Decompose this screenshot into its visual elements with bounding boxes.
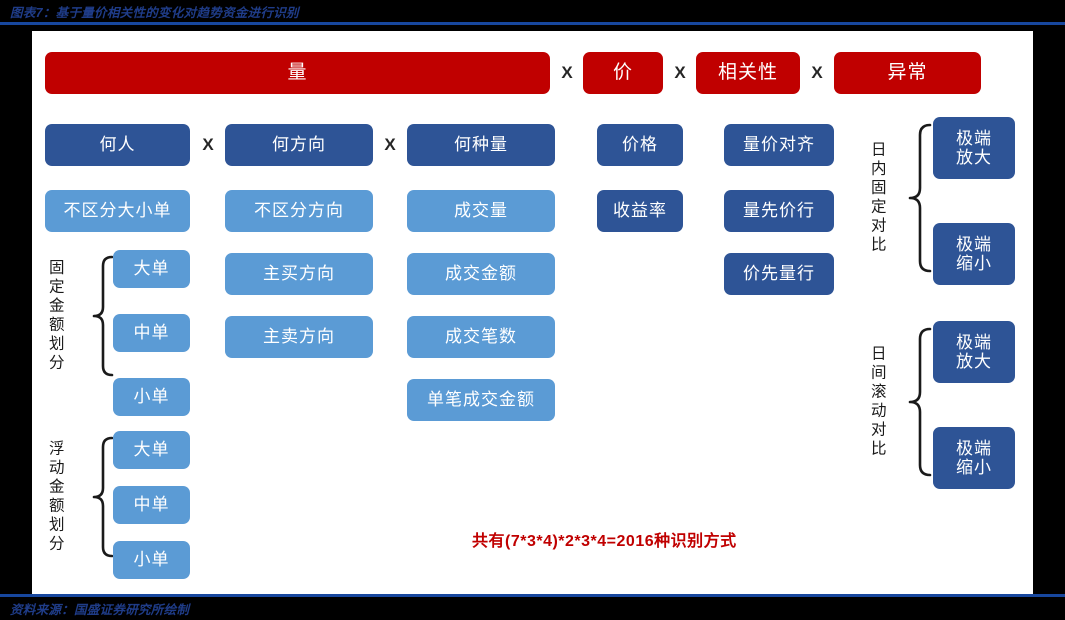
volume-type-item-0: 成交量 bbox=[407, 190, 555, 232]
who-group-label-floating: 浮动金额划分 bbox=[46, 440, 64, 554]
diagram-canvas: 量 X 价 X 相关性 X 异常 何人 X 何方向 X 何种量 价格 量价对齐 … bbox=[32, 31, 1033, 594]
who-fixed-item-1: 中单 bbox=[113, 314, 190, 352]
correlation-item-0: 量先价行 bbox=[724, 190, 834, 232]
direction-item-1: 主买方向 bbox=[225, 253, 373, 295]
title-divider bbox=[0, 22, 1065, 25]
anomaly-group-label-interday: 日间滚动对比 bbox=[868, 345, 886, 459]
operator-x-5: X bbox=[384, 135, 396, 154]
top-box-anomaly: 异常 bbox=[834, 52, 981, 94]
row2-box-who: 何人 bbox=[45, 124, 190, 166]
price-item-0: 收益率 bbox=[597, 190, 683, 232]
who-group-label-fixed: 固定金额划分 bbox=[46, 259, 64, 373]
who-head-box: 不区分大小单 bbox=[45, 190, 190, 232]
footer-divider bbox=[0, 594, 1065, 597]
row2-box-vol-price-aligned: 量价对齐 bbox=[724, 124, 834, 166]
anomaly-group-brace-interday bbox=[908, 327, 932, 477]
anomaly-group-label-intraday: 日内固定对比 bbox=[868, 141, 886, 255]
anomaly-interday-item-1: 极端 缩小 bbox=[933, 427, 1015, 489]
operator-x-1: X bbox=[561, 63, 573, 82]
who-fixed-item-2: 小单 bbox=[113, 378, 190, 416]
anomaly-intraday-item-0: 极端 放大 bbox=[933, 117, 1015, 179]
who-group-brace-floating bbox=[92, 436, 114, 558]
operator-x-4: X bbox=[202, 135, 214, 154]
row2-box-volume-type: 何种量 bbox=[407, 124, 555, 166]
top-box-volume: 量 bbox=[45, 52, 550, 94]
operator-x-2: X bbox=[674, 63, 686, 82]
anomaly-interday-item-0: 极端 放大 bbox=[933, 321, 1015, 383]
volume-type-item-1: 成交金额 bbox=[407, 253, 555, 295]
who-floating-item-2: 小单 bbox=[113, 541, 190, 579]
anomaly-intraday-item-1: 极端 缩小 bbox=[933, 223, 1015, 285]
row2-box-direction: 何方向 bbox=[225, 124, 373, 166]
direction-item-2: 主卖方向 bbox=[225, 316, 373, 358]
top-box-price: 价 bbox=[583, 52, 663, 94]
formula-text: 共有(7*3*4)*2*3*4=2016种识别方式 bbox=[472, 533, 737, 550]
anomaly-group-brace-intraday bbox=[908, 123, 932, 273]
page-title: 图表7：基于量价相关性的变化对趋势资金进行识别 bbox=[10, 6, 299, 20]
direction-item-0: 不区分方向 bbox=[225, 190, 373, 232]
source-note: 资料来源：国盛证券研究所绘制 bbox=[10, 603, 190, 617]
who-floating-item-1: 中单 bbox=[113, 486, 190, 524]
who-floating-item-0: 大单 bbox=[113, 431, 190, 469]
row2-box-price: 价格 bbox=[597, 124, 683, 166]
who-fixed-item-0: 大单 bbox=[113, 250, 190, 288]
volume-type-item-2: 成交笔数 bbox=[407, 316, 555, 358]
who-group-brace-fixed bbox=[92, 255, 114, 377]
operator-x-3: X bbox=[811, 63, 823, 82]
correlation-item-1: 价先量行 bbox=[724, 253, 834, 295]
top-box-correlation: 相关性 bbox=[696, 52, 800, 94]
volume-type-item-3: 单笔成交金额 bbox=[407, 379, 555, 421]
